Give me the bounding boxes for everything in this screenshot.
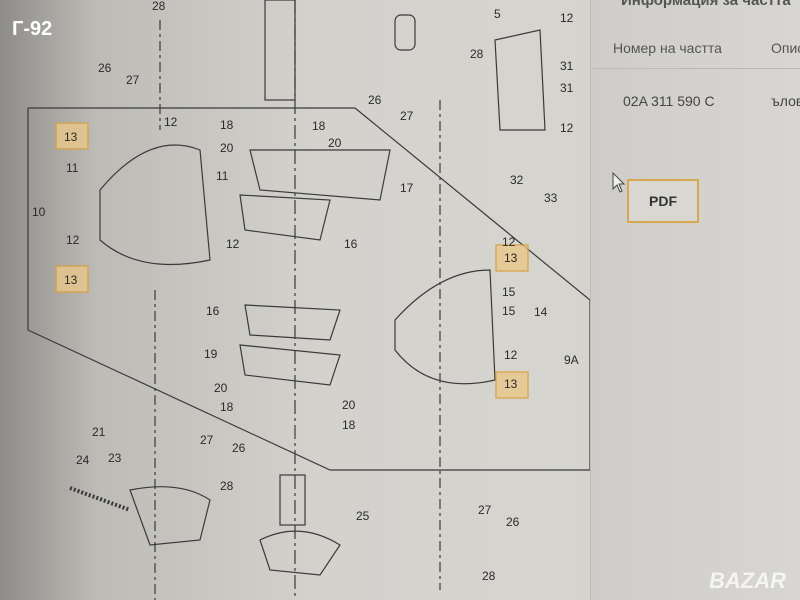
callout: 13	[64, 130, 78, 144]
callout: 18	[312, 119, 326, 133]
callout: 15	[502, 304, 516, 318]
callout: 27	[478, 503, 492, 517]
callout: 9A	[564, 353, 579, 367]
callout: 12	[164, 115, 178, 129]
callout: 17	[400, 181, 414, 195]
column-header-part-number: Номер на частта	[613, 40, 722, 56]
callout: 18	[220, 400, 234, 414]
callout: 12	[560, 121, 574, 135]
callout: 14	[534, 305, 548, 319]
description-cell: ълов	[771, 93, 800, 109]
callout: 20	[328, 136, 342, 150]
callout: 13	[504, 377, 518, 391]
divider	[591, 68, 800, 69]
callout: 33	[544, 191, 558, 205]
callout: 15	[502, 285, 516, 299]
callout: 13	[504, 251, 518, 265]
callout: 26	[506, 515, 520, 529]
callout: 20	[220, 141, 234, 155]
callout: 12	[560, 11, 574, 25]
callout: 26	[98, 61, 112, 75]
part-info-panel: Информация за частта Номер на частта Опи…	[590, 0, 800, 600]
callout: 31	[560, 59, 574, 73]
mouse-cursor-icon	[612, 172, 626, 193]
pdf-button[interactable]: PDF	[627, 179, 699, 223]
callout-labels: 28 26 27 13 12 11 11 10 12 12 13 18 20 1…	[32, 0, 579, 583]
callout: 12	[504, 348, 518, 362]
callout: 28	[220, 479, 234, 493]
callout: 32	[510, 173, 524, 187]
listing-badge: Г-92	[12, 18, 53, 40]
callout: 18	[342, 418, 356, 432]
callout: 11	[66, 161, 79, 175]
callout: 31	[560, 81, 574, 95]
callout: 11	[216, 169, 229, 183]
callout: 18	[220, 118, 234, 132]
callout: 10	[32, 205, 46, 219]
diagram-outlines	[27, 0, 590, 600]
part-number-cell[interactable]: 02A 311 590 C	[623, 93, 715, 109]
parts-diagram: 28 26 27 13 12 11 11 10 12 12 13 18 20 1…	[27, 0, 590, 600]
callout: 12	[226, 237, 240, 251]
callout: 20	[214, 381, 228, 395]
panel-title: Информация за частта	[621, 0, 791, 9]
callout: 12	[502, 235, 516, 249]
callout: 27	[400, 109, 414, 123]
callout: 13	[64, 273, 78, 287]
callout: 27	[200, 433, 214, 447]
callout: 5	[494, 7, 501, 21]
callout: 23	[108, 451, 122, 465]
callout: 26	[368, 93, 382, 107]
callout: 19	[204, 347, 218, 361]
callout: 25	[356, 509, 370, 523]
callout: 28	[482, 569, 496, 583]
callout: 20	[342, 398, 356, 412]
callout: 28	[152, 0, 166, 13]
callout: 27	[126, 73, 140, 87]
highlight-boxes	[55, 122, 529, 399]
callout: 28	[470, 47, 484, 61]
callout: 16	[344, 237, 358, 251]
callout: 21	[92, 425, 106, 439]
callout: 16	[206, 304, 220, 318]
callout: 26	[232, 441, 246, 455]
callout: 24	[76, 453, 90, 467]
watermark-logo: BAZAR	[709, 568, 786, 593]
column-header-description: Описа	[771, 40, 800, 56]
callout: 12	[66, 233, 80, 247]
